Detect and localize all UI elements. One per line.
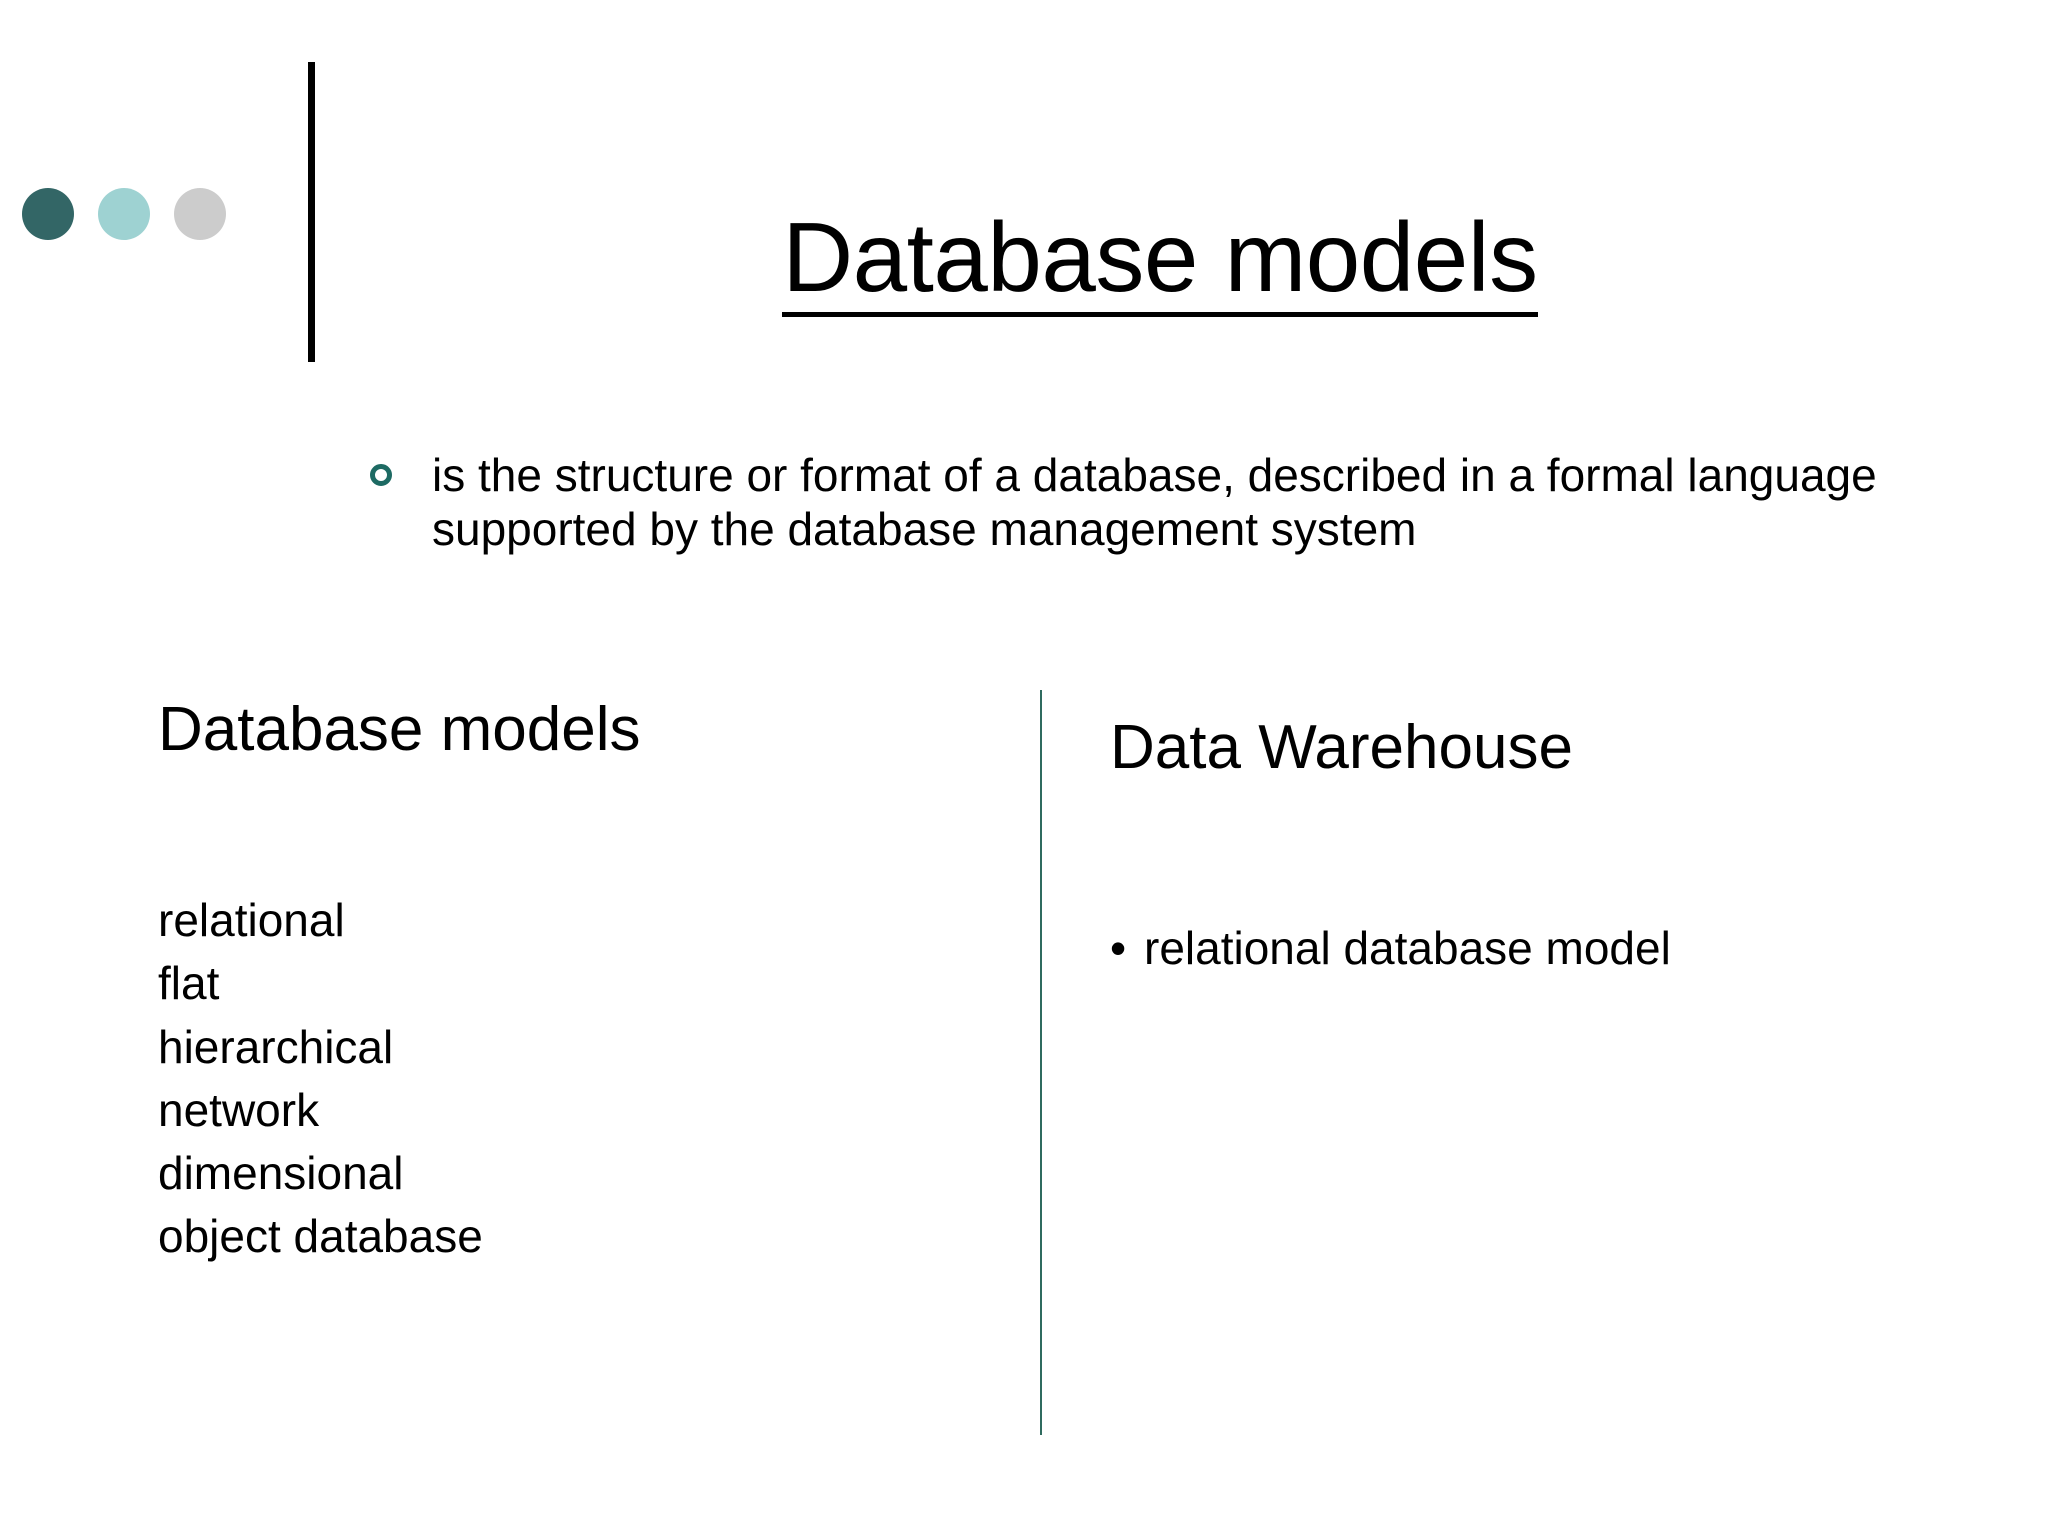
dot-light-teal-icon [98,188,150,240]
list-item: flat [158,957,220,1010]
data-warehouse-list: relational database model [1110,921,1930,976]
intro-bullet-row: is the structure or format of a database… [370,448,1930,557]
dot-dark-teal-icon [22,188,74,240]
list-item: object database [158,1210,483,1263]
column-database-models: Database models relational flat hierarch… [158,690,998,1272]
column-divider [1040,690,1042,1435]
page-title: Database models [310,205,2010,317]
column-data-warehouse: Data Warehouse relational database model [1110,690,1930,976]
list-item: network [158,1083,320,1136]
column-heading-right: Data Warehouse [1110,713,1573,782]
list-item: relational database model [1110,921,1764,976]
dot-gray-icon [174,188,226,240]
intro-bullet-text: is the structure or format of a database… [432,449,1877,556]
decorative-dots [22,188,226,240]
list-item: relational [158,894,345,947]
page-title-text: Database models [782,205,1538,317]
list-item: dimensional [158,1147,404,1200]
ring-bullet-icon [370,464,392,486]
list-item: hierarchical [158,1020,394,1073]
two-column-area: Database models relational flat hierarch… [0,690,2048,1450]
database-models-list: relational flat hierarchical network dim… [158,893,998,1264]
column-heading-left: Database models [158,695,641,764]
title-vertical-rule [308,62,315,362]
